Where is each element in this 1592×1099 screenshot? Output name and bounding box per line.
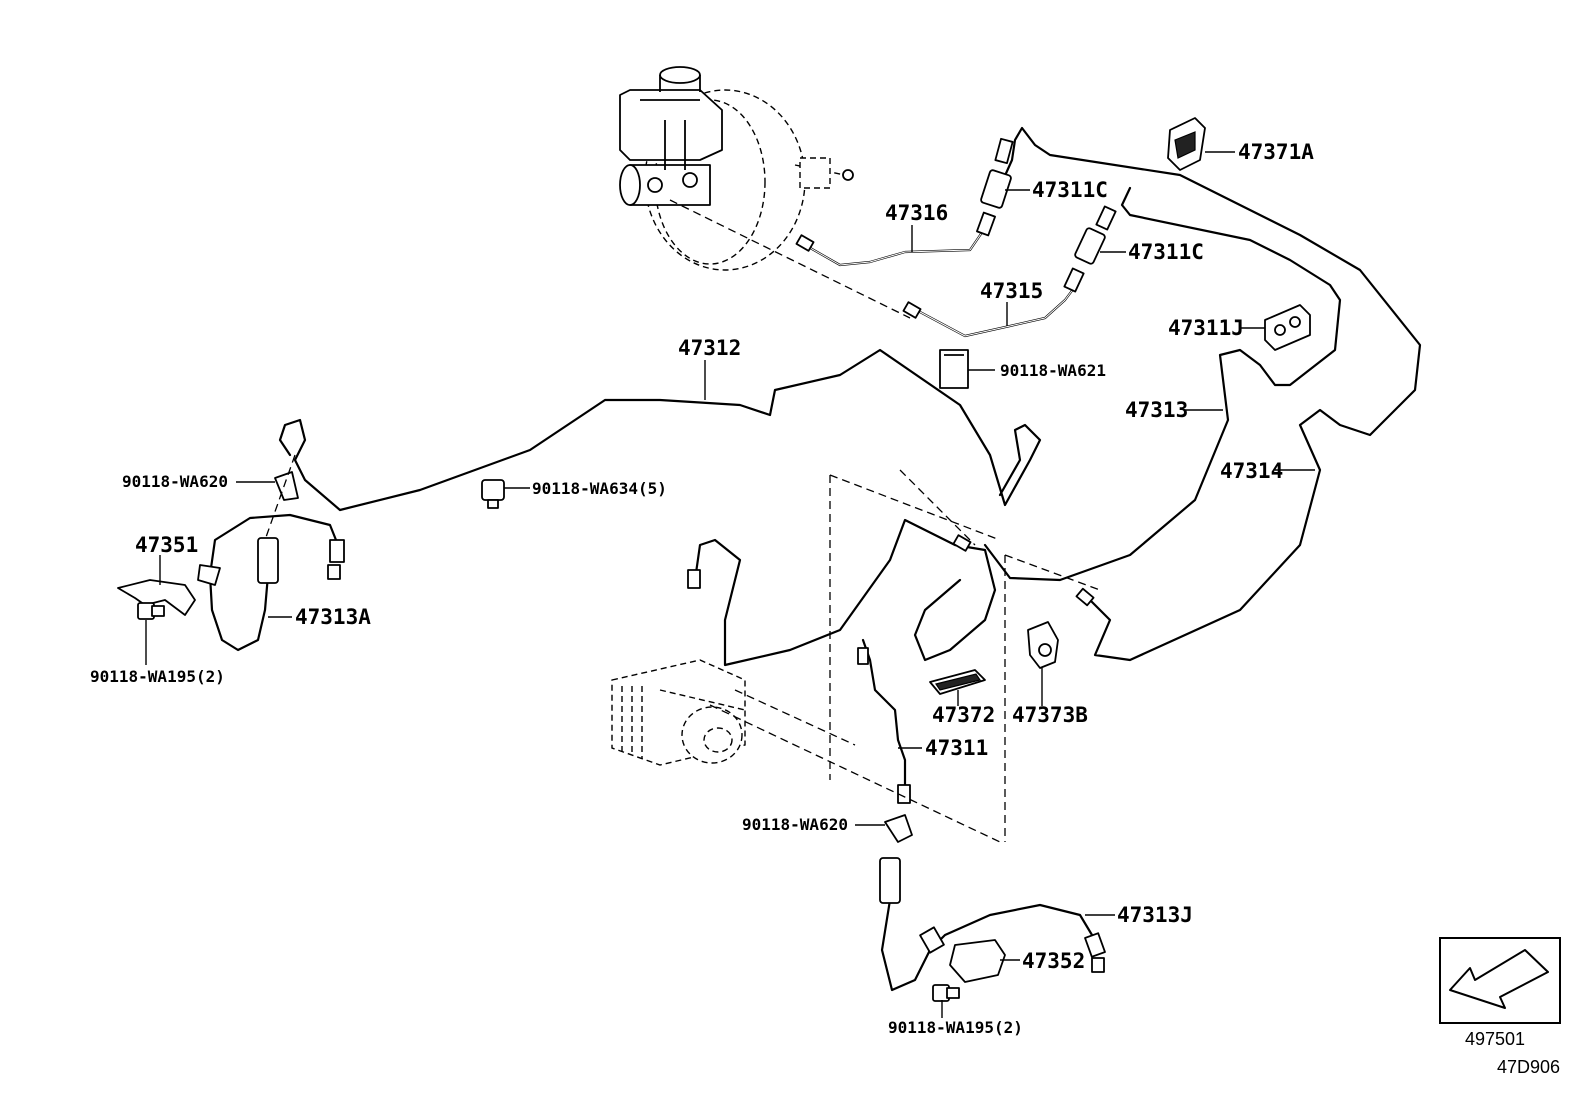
label-leaders — [145, 151, 1315, 1018]
tube-47311C-upper — [993, 126, 1422, 662]
brake-hose-47313A[interactable] — [208, 513, 345, 652]
brake-booster-assembly[interactable] — [619, 66, 854, 271]
coupler-47311C-1[interactable] — [980, 169, 1012, 209]
part-labels: 47371A 47311C 47311C 47316 47315 47311J … — [90, 140, 1314, 1037]
bolt-90118-WA195-lower[interactable] — [932, 984, 960, 1002]
clip-90118-WA620-lower[interactable] — [884, 814, 913, 843]
label-47371A: 47371A — [1238, 140, 1314, 164]
reference-code: 497501 — [1465, 1029, 1525, 1049]
clip-47372[interactable] — [929, 669, 986, 695]
tube-47312 — [278, 348, 1042, 512]
clip-47371A[interactable] — [1167, 117, 1206, 171]
label-90118-WA195-lower: 90118-WA195(2) — [888, 1018, 1023, 1037]
label-47313: 47313 — [1125, 398, 1188, 422]
reference-direction-box: 497501 — [1439, 937, 1561, 1049]
clip-47373B[interactable] — [1027, 621, 1059, 669]
tube-47313 — [983, 186, 1342, 582]
label-47351: 47351 — [135, 533, 198, 557]
label-47311: 47311 — [925, 736, 988, 760]
dashed-guides — [264, 199, 1101, 843]
pad-90118-WA621[interactable] — [939, 349, 969, 389]
label-90118-WA195-left: 90118-WA195(2) — [90, 667, 225, 686]
label-47372: 47372 — [932, 703, 995, 727]
label-47311J: 47311J — [1168, 316, 1244, 340]
label-90118-WA634: 90118-WA634(5) — [532, 479, 667, 498]
coupler-47311C-2[interactable] — [1074, 227, 1106, 265]
abs-actuator[interactable] — [611, 659, 746, 766]
diagram-code: 47D906 — [1497, 1057, 1560, 1077]
label-90118-WA621: 90118-WA621 — [1000, 361, 1106, 380]
grommet-90118-WA634[interactable] — [481, 479, 505, 509]
label-90118-WA620-lower: 90118-WA620 — [742, 815, 848, 834]
label-47315: 47315 — [980, 279, 1043, 303]
tube-abs-upper — [693, 518, 997, 667]
label-47313J: 47313J — [1117, 903, 1193, 927]
clamp-47311J[interactable] — [1264, 304, 1311, 351]
label-47316: 47316 — [885, 201, 948, 225]
bracket-47351[interactable] — [117, 564, 221, 616]
label-47311C-upper: 47311C — [1032, 178, 1108, 202]
tube-47316 — [803, 226, 987, 267]
brake-tubes — [278, 126, 1422, 792]
tube-47311 — [861, 638, 907, 792]
label-90118-WA620-left: 90118-WA620 — [122, 472, 228, 491]
bolt-90118-WA195-left[interactable] — [137, 602, 165, 620]
label-47311C-lower: 47311C — [1128, 240, 1204, 264]
label-47314: 47314 — [1220, 459, 1283, 483]
bracket-47352[interactable] — [949, 939, 1006, 983]
label-47352: 47352 — [1022, 949, 1085, 973]
arrow-direction-icon — [1449, 949, 1549, 1009]
label-47373B: 47373B — [1012, 703, 1088, 727]
tube-fittings — [687, 137, 1117, 804]
brake-hose-47313J[interactable] — [879, 857, 1106, 992]
label-47313A: 47313A — [295, 605, 371, 629]
clip-90118-WA620-left[interactable] — [274, 471, 299, 501]
label-47312: 47312 — [678, 336, 741, 360]
